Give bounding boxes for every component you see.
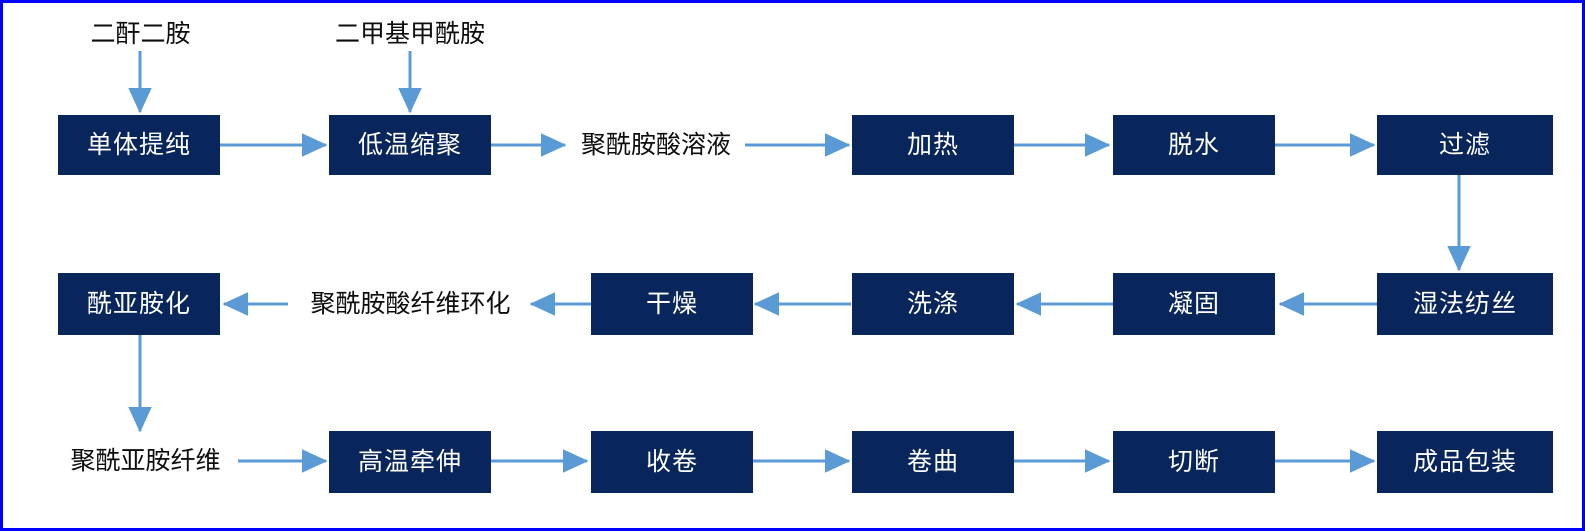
node-cutting[interactable]: 切断 — [1113, 431, 1275, 493]
node-high-temperature-drawing[interactable]: 高温牵伸 — [329, 431, 491, 493]
node-dehydration[interactable]: 脱水 — [1113, 115, 1275, 175]
node-low-temperature-polycondensation[interactable]: 低温缩聚 — [329, 115, 491, 175]
input-label-dianhydride-diamine: 二酐二胺 — [90, 20, 191, 48]
label-polyamic-acid-fiber-cyclization: 聚酰胺酸纤维环化 — [310, 290, 511, 318]
input-label-dimethylformamide: 二甲基甲酰胺 — [334, 20, 485, 48]
node-monomer-purification[interactable]: 单体提纯 — [58, 115, 220, 175]
diagram-canvas: 二酐二胺 二甲基甲酰胺 单体提纯 低温缩聚 聚酰胺酸溶液 加热 脱水 过滤 酰亚… — [3, 3, 1582, 528]
label-polyimide-fiber: 聚酰亚胺纤维 — [70, 447, 221, 475]
node-filtration[interactable]: 过滤 — [1377, 115, 1553, 175]
node-imidization[interactable]: 酰亚胺化 — [58, 273, 220, 335]
node-heating[interactable]: 加热 — [852, 115, 1014, 175]
label-polyamic-acid-solution: 聚酰胺酸溶液 — [580, 131, 731, 159]
node-wet-spinning[interactable]: 湿法纺丝 — [1377, 273, 1553, 335]
connector-layer — [128, 51, 1471, 473]
node-winding[interactable]: 收卷 — [591, 431, 753, 493]
node-crimping[interactable]: 卷曲 — [852, 431, 1014, 493]
node-washing[interactable]: 洗涤 — [852, 273, 1014, 335]
node-drying[interactable]: 干燥 — [591, 273, 753, 335]
node-coagulation[interactable]: 凝固 — [1113, 273, 1275, 335]
node-finished-product-packaging[interactable]: 成品包装 — [1377, 431, 1553, 493]
